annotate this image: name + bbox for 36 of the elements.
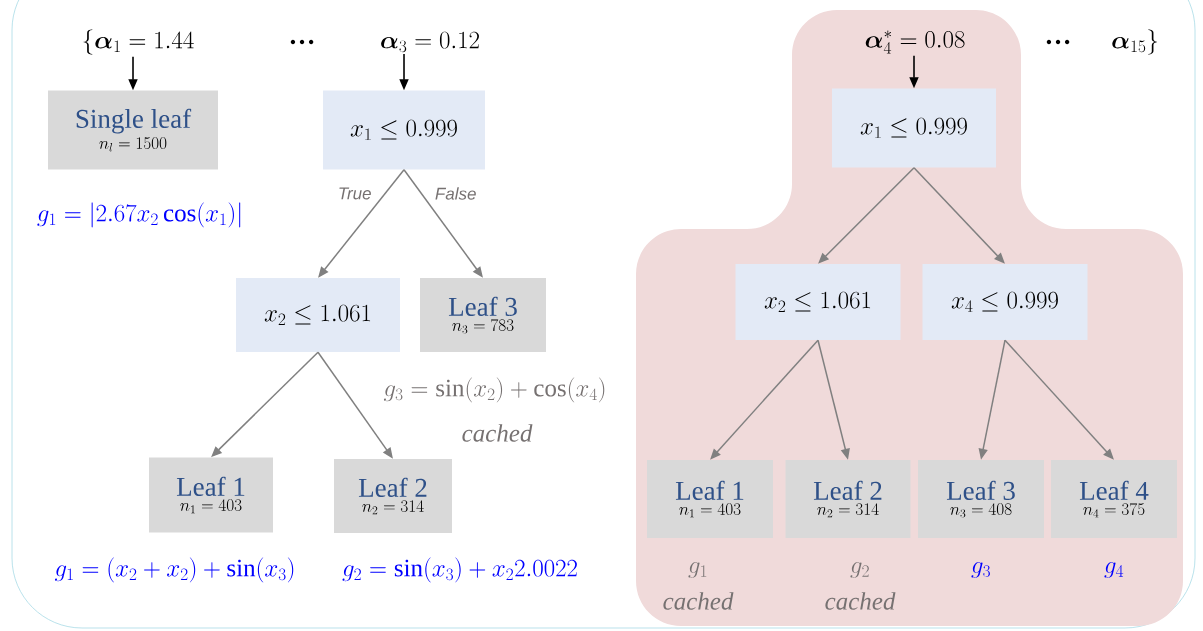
split-box: $x_{1} \leq 0.999$ [323, 90, 485, 170]
leaf-box: Single leaf $n_{l} = 1500$ [48, 90, 218, 170]
split-box: $x_{4} \leq 0.999$ [922, 264, 1088, 340]
leaf-box: Leaf 2 $n_{2} = 314$ [334, 459, 452, 533]
formula: $g_{1}$ [688, 561, 707, 578]
formula: $g_{3} = \sin(x_{2}) + \cos(x_{4})$ [383, 377, 605, 403]
leaf-box: Leaf 3 $n_{3} = 408$ [918, 460, 1044, 538]
formula: $g_{4}$ [1104, 561, 1124, 578]
formula: $g_{2} = \sin(x_{3}) + x_{2} 2.0022$ [342, 557, 577, 583]
split-box: $x_{2} \leq 1.061$ [735, 264, 901, 340]
ellipsis: … [290, 39, 314, 45]
arrow [913, 166, 1005, 264]
formula: $g_{1} = \left|2.67 x_{2} \cos(x_{1})\right|$ [37, 202, 241, 228]
formula: $g_{1} = (x_{2} + x_{2}) + \sin(x_{3})$ [54, 557, 294, 583]
edge-label: True [339, 187, 371, 200]
arrow [710, 339, 819, 460]
leaf-box: Leaf 1 $n_{1} = 403$ [647, 460, 773, 538]
formula: $g_{2}$ [850, 561, 869, 578]
ellipsis: … [1046, 39, 1070, 45]
edge-label: False [435, 187, 476, 200]
alpha-heading: $\boldsymbol{\alpha}^{*}_{4} = 0.08$ [865, 30, 965, 54]
leaf-box: Leaf 1 $n_{1} = 403$ [149, 457, 273, 533]
leaf-box: Leaf 3 $n_{3} = 783$ [420, 278, 546, 352]
arrow [1004, 339, 1114, 460]
split-box: $x_{1} \leq 0.999$ [832, 88, 996, 168]
alpha-heading: $\boldsymbol{\alpha}_{15}\}$ [1112, 29, 1158, 55]
leaf-box: Leaf 4 $n_{4} = 375$ [1051, 460, 1177, 538]
formula: $g_{3}$ [971, 561, 990, 578]
arrow [818, 166, 915, 264]
note: cached [462, 424, 533, 442]
alpha-heading: $\{\boldsymbol{\alpha}_{1} = 1.44$ [83, 29, 194, 55]
alpha-heading: $\boldsymbol{\alpha}_{3} = 0.12$ [381, 31, 479, 53]
note: cached [663, 592, 734, 610]
note: cached [825, 592, 896, 610]
leaf-box: Leaf 2 $n_{2} = 314$ [785, 460, 911, 538]
split-box: $x_{2} \leq 1.061$ [236, 278, 400, 352]
